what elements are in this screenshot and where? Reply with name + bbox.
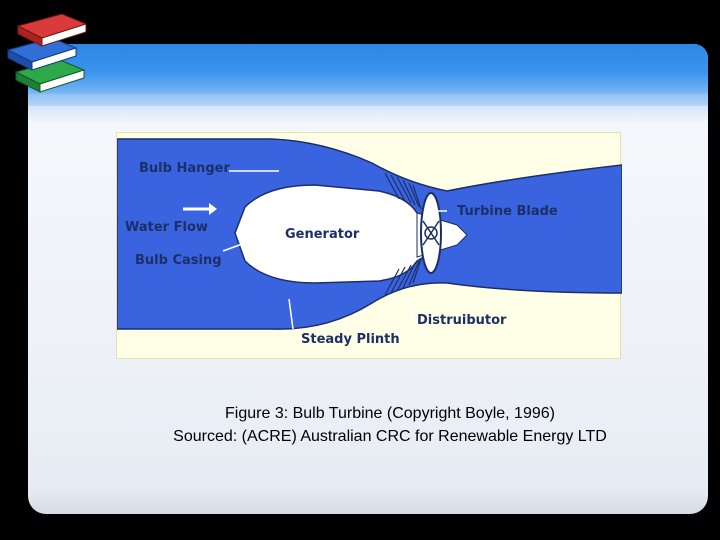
blue-book [6, 37, 78, 71]
label-turbine-blade: Turbine Blade [457, 204, 558, 219]
diagram-svg: Bulb Hanger Water Flow Bulb Casing Gener… [117, 138, 622, 347]
blade-hub [422, 220, 440, 246]
bulb-turbine-diagram: Bulb Hanger Water Flow Bulb Casing Gener… [116, 132, 622, 359]
distributor-vanes-top [384, 172, 422, 210]
label-bulb-casing: Bulb Casing [135, 253, 222, 268]
caption-line-1: Figure 3: Bulb Turbine (Copyright Boyle,… [225, 405, 555, 422]
header-fade [28, 94, 708, 124]
leader-lines [222, 170, 447, 330]
caption-line-2: Sourced: (ACRE) Australian CRC for Renew… [173, 428, 607, 445]
water-flow-arrowhead [209, 203, 217, 215]
label-distributor: Distruibutor [417, 313, 507, 328]
label-generator: Generator [285, 227, 360, 242]
red-book [16, 13, 88, 47]
label-bulb-hanger: Bulb Hanger [139, 161, 230, 176]
label-steady-plinth: Steady Plinth [301, 332, 400, 347]
green-book [14, 59, 86, 93]
label-water-flow: Water Flow [125, 220, 208, 235]
bottom-shadow [28, 488, 708, 514]
books-icon [6, 13, 88, 93]
distributor-vanes-bottom [384, 258, 422, 296]
